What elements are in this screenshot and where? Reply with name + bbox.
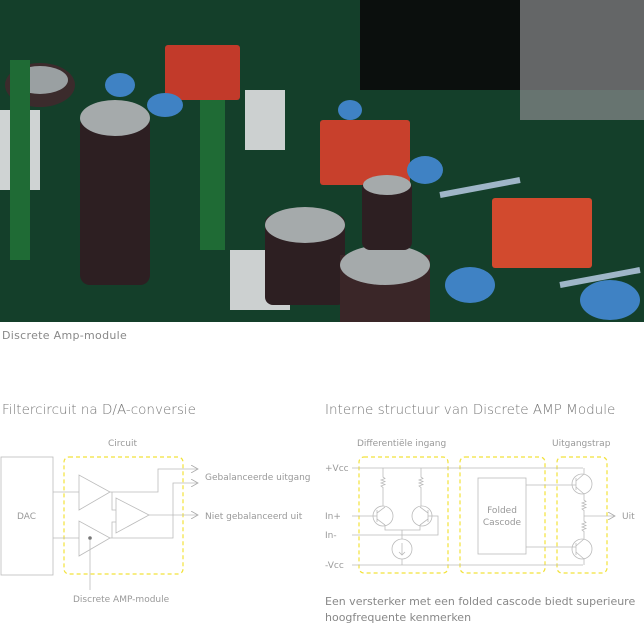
amp-module-photo [0, 0, 644, 322]
in-negative-label: In- [325, 531, 337, 541]
output-stage-label: Uitgangstrap [552, 439, 611, 449]
circuit-boundary [63, 456, 184, 575]
right-diagram-title: Interne structuur van Discrete AMP Modul… [325, 402, 616, 418]
dac-label: DAC [17, 512, 36, 522]
left-diagram-title: Filtercircuit na D/A-conversie [2, 402, 196, 418]
circuit-label: Circuit [108, 439, 137, 449]
vcc-negative-label: -Vcc [325, 561, 344, 571]
photo-caption: Discrete Amp-module [2, 329, 128, 342]
amp-1 [78, 474, 111, 511]
diff-input-label: Differentiële ingang [357, 439, 446, 449]
dac-block [0, 456, 54, 576]
balanced-output-label: Gebalanceerde uitgang [205, 473, 311, 483]
output-label: Uit [622, 512, 635, 522]
pcb-illustration [0, 0, 644, 322]
cascode-label: Cascode [483, 518, 522, 528]
vcc-positive-label: +Vcc [325, 464, 349, 474]
amp-3 [115, 497, 150, 534]
in-positive-label: In+ [325, 512, 341, 522]
folded-label: Folded [487, 506, 517, 516]
amp-2 [78, 520, 111, 557]
cascode-note: Een versterker met een folded cascode bi… [325, 595, 636, 624]
unbalanced-output-label: Niet gebalanceerd uit [205, 512, 303, 522]
diff-input-block [358, 456, 449, 574]
cascode-block [459, 456, 546, 574]
output-stage-block [556, 456, 608, 574]
module-label: Discrete AMP-module [73, 595, 170, 605]
